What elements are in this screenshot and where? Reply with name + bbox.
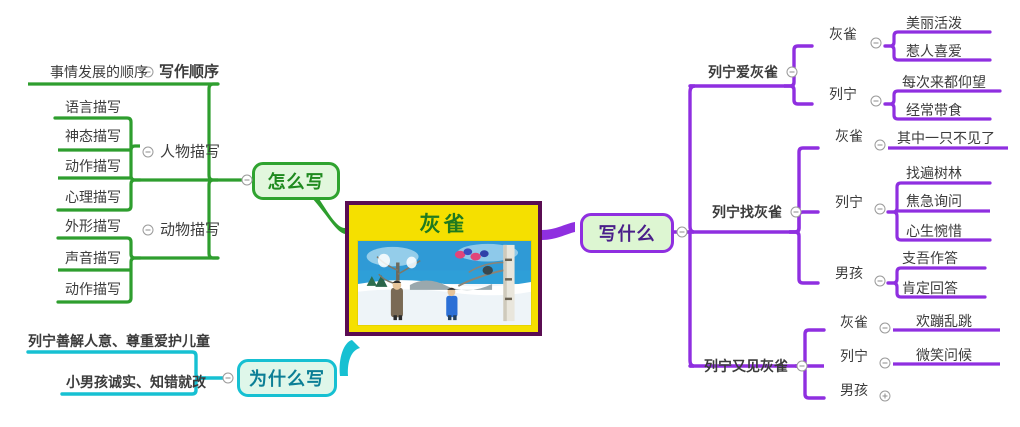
node-animal-description[interactable]: 动物描写: [160, 221, 221, 239]
leaf-event-order[interactable]: 事情发展的顺序: [50, 64, 148, 80]
toggle-lenin-sees-bullfinch-again[interactable]: [796, 360, 808, 372]
root-node[interactable]: 灰雀: [345, 201, 542, 336]
node-lenin-1[interactable]: 列宁: [829, 86, 857, 102]
leaf-appearance-description[interactable]: 外形描写: [65, 218, 121, 234]
node-bullfinch-1[interactable]: 灰雀: [829, 26, 857, 42]
leaf-psychological-description[interactable]: 心理描写: [65, 189, 121, 205]
node-lenin-seeks-bullfinch[interactable]: 列宁找灰雀: [712, 204, 782, 220]
node-bullfinch-3[interactable]: 灰雀: [840, 314, 868, 330]
leaf-evasive-answer[interactable]: 支吾作答: [902, 250, 958, 266]
toggle-lenin-3[interactable]: [879, 357, 891, 369]
root-illustration: [357, 240, 532, 327]
toggle-animal-description[interactable]: [142, 224, 154, 236]
leaf-brings-food[interactable]: 经常带食: [906, 102, 962, 118]
toggle-lenin-1[interactable]: [870, 95, 882, 107]
branch-node-what[interactable]: 写什么: [580, 213, 674, 253]
toggle-how[interactable]: [241, 174, 253, 186]
node-lenin-loves-bullfinch[interactable]: 列宁爱灰雀: [708, 64, 778, 80]
node-bullfinch-2[interactable]: 灰雀: [835, 128, 863, 144]
node-character-description[interactable]: 人物描写: [160, 143, 221, 161]
toggle-lenin-2[interactable]: [874, 203, 886, 215]
leaf-expression-description[interactable]: 神态描写: [65, 128, 121, 144]
node-lenin-3[interactable]: 列宁: [840, 348, 868, 364]
node-boy-1[interactable]: 男孩: [835, 265, 863, 281]
leaf-anxious-asking[interactable]: 焦急询问: [906, 193, 962, 209]
root-title: 灰雀: [419, 213, 468, 236]
node-boy-2[interactable]: 男孩: [840, 382, 868, 398]
leaf-feels-regret[interactable]: 心生惋惜: [906, 223, 962, 239]
node-lenin-2[interactable]: 列宁: [835, 194, 863, 210]
node-writing-order[interactable]: 写作顺序: [159, 63, 220, 81]
leaf-hopping-joyfully[interactable]: 欢蹦乱跳: [916, 313, 972, 329]
node-lenin-sees-bullfinch-again[interactable]: 列宁又见灰雀: [704, 358, 788, 374]
leaf-language-description[interactable]: 语言描写: [65, 99, 121, 115]
toggle-lenin-loves-bullfinch[interactable]: [786, 66, 798, 78]
toggle-bullfinch-1[interactable]: [870, 37, 882, 49]
toggle-what[interactable]: [676, 226, 688, 238]
leaf-sound-description[interactable]: 声音描写: [65, 250, 121, 266]
toggle-lenin-seeks-bullfinch[interactable]: [790, 206, 802, 218]
leaf-searched-forest[interactable]: 找遍树林: [906, 165, 962, 181]
leaf-endearing[interactable]: 惹人喜爱: [906, 43, 962, 59]
toggle-bullfinch-3[interactable]: [879, 322, 891, 334]
toggle-boy-1[interactable]: [874, 275, 886, 287]
leaf-affirmative-answer[interactable]: 肯定回答: [902, 280, 958, 296]
leaf-action-description-1[interactable]: 动作描写: [65, 158, 121, 174]
leaf-smiling-greeting[interactable]: 微笑问候: [916, 347, 972, 363]
toggle-writing-order[interactable]: [142, 66, 154, 78]
leaf-boy-honest[interactable]: 小男孩诚实、知错就改: [66, 374, 206, 390]
leaf-always-looks-up[interactable]: 每次来都仰望: [902, 74, 986, 90]
toggle-bullfinch-2[interactable]: [874, 139, 886, 151]
branch-node-how[interactable]: 怎么写: [252, 162, 340, 200]
toggle-character-description[interactable]: [142, 146, 154, 158]
leaf-lenin-kind[interactable]: 列宁善解人意、尊重爱护儿童: [28, 333, 210, 349]
leaf-action-description-2[interactable]: 动作描写: [65, 281, 121, 297]
branch-node-why[interactable]: 为什么写: [237, 359, 337, 397]
leaf-beautiful-lively[interactable]: 美丽活泼: [906, 15, 962, 31]
leaf-one-missing[interactable]: 其中一只不见了: [897, 130, 995, 146]
toggle-why[interactable]: [222, 372, 234, 384]
toggle-boy-2[interactable]: [879, 390, 891, 402]
